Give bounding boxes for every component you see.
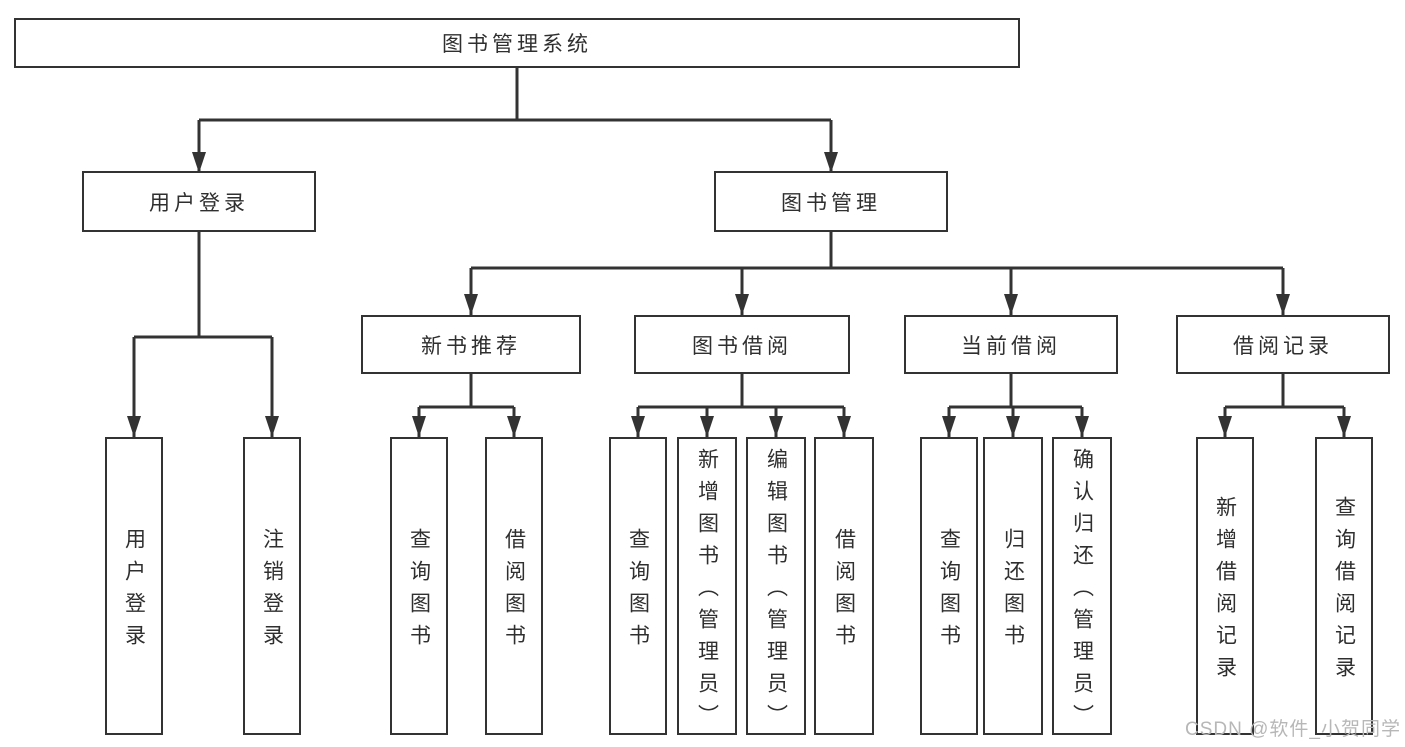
leaf-add-books-admin: 新增图书（管理员）: [677, 437, 737, 736]
leaf-query-books-borrow: 查询图书: [609, 437, 667, 735]
node-label: 图书管理: [781, 191, 881, 215]
leaf-query-books-recommend: 查询图书: [390, 437, 448, 735]
node-borrowing-records: 借阅记录: [1176, 315, 1390, 374]
node-label: 图书借阅: [692, 334, 792, 358]
node-label: 注销登录: [260, 527, 284, 656]
node-label: 新书推荐: [421, 334, 521, 358]
node-label: 查询图书: [937, 527, 961, 656]
node-label: 当前借阅: [961, 334, 1061, 358]
leaf-confirm-return-admin: 确认归还（管理员）: [1052, 437, 1112, 736]
node-label: 新增借阅记录: [1213, 495, 1237, 688]
leaf-borrow-books: 借阅图书: [814, 437, 874, 735]
node-label: 新增图书（管理员）: [695, 447, 719, 736]
node-library-management-system: 图书管理系统: [14, 18, 1020, 68]
node-label: 借阅图书: [502, 527, 526, 656]
node-label: 用户登录: [149, 191, 249, 215]
node-label: 用户登录: [122, 527, 146, 656]
node-label: 图书管理系统: [442, 33, 592, 56]
leaf-query-borrow-record: 查询借阅记录: [1315, 437, 1373, 735]
node-book-borrowing: 图书借阅: [634, 315, 850, 374]
leaf-user-login: 用户登录: [105, 437, 163, 735]
leaf-add-borrow-record: 新增借阅记录: [1196, 437, 1254, 735]
arrowheads: [127, 152, 1351, 437]
node-book-management: 图书管理: [714, 171, 948, 232]
node-user-login: 用户登录: [82, 171, 316, 232]
node-current-borrowing: 当前借阅: [904, 315, 1118, 374]
leaf-return-books: 归还图书: [983, 437, 1043, 735]
node-label: 归还图书: [1001, 527, 1025, 656]
leaf-borrow-books-recommend: 借阅图书: [485, 437, 543, 735]
leaf-edit-books-admin: 编辑图书（管理员）: [746, 437, 806, 736]
node-label: 查询图书: [626, 527, 650, 656]
leaf-query-books-current: 查询图书: [920, 437, 978, 735]
node-label: 编辑图书（管理员）: [764, 447, 788, 736]
csdn-watermark: CSDN @软件_小贺同学: [1185, 719, 1401, 740]
node-new-book-recommendation: 新书推荐: [361, 315, 581, 374]
node-label: 查询借阅记录: [1332, 495, 1356, 688]
node-label: 借阅图书: [832, 527, 856, 656]
node-label: 确认归还（管理员）: [1070, 447, 1094, 736]
node-label: 借阅记录: [1233, 334, 1333, 358]
leaf-logout: 注销登录: [243, 437, 301, 735]
node-label: 查询图书: [407, 527, 431, 656]
